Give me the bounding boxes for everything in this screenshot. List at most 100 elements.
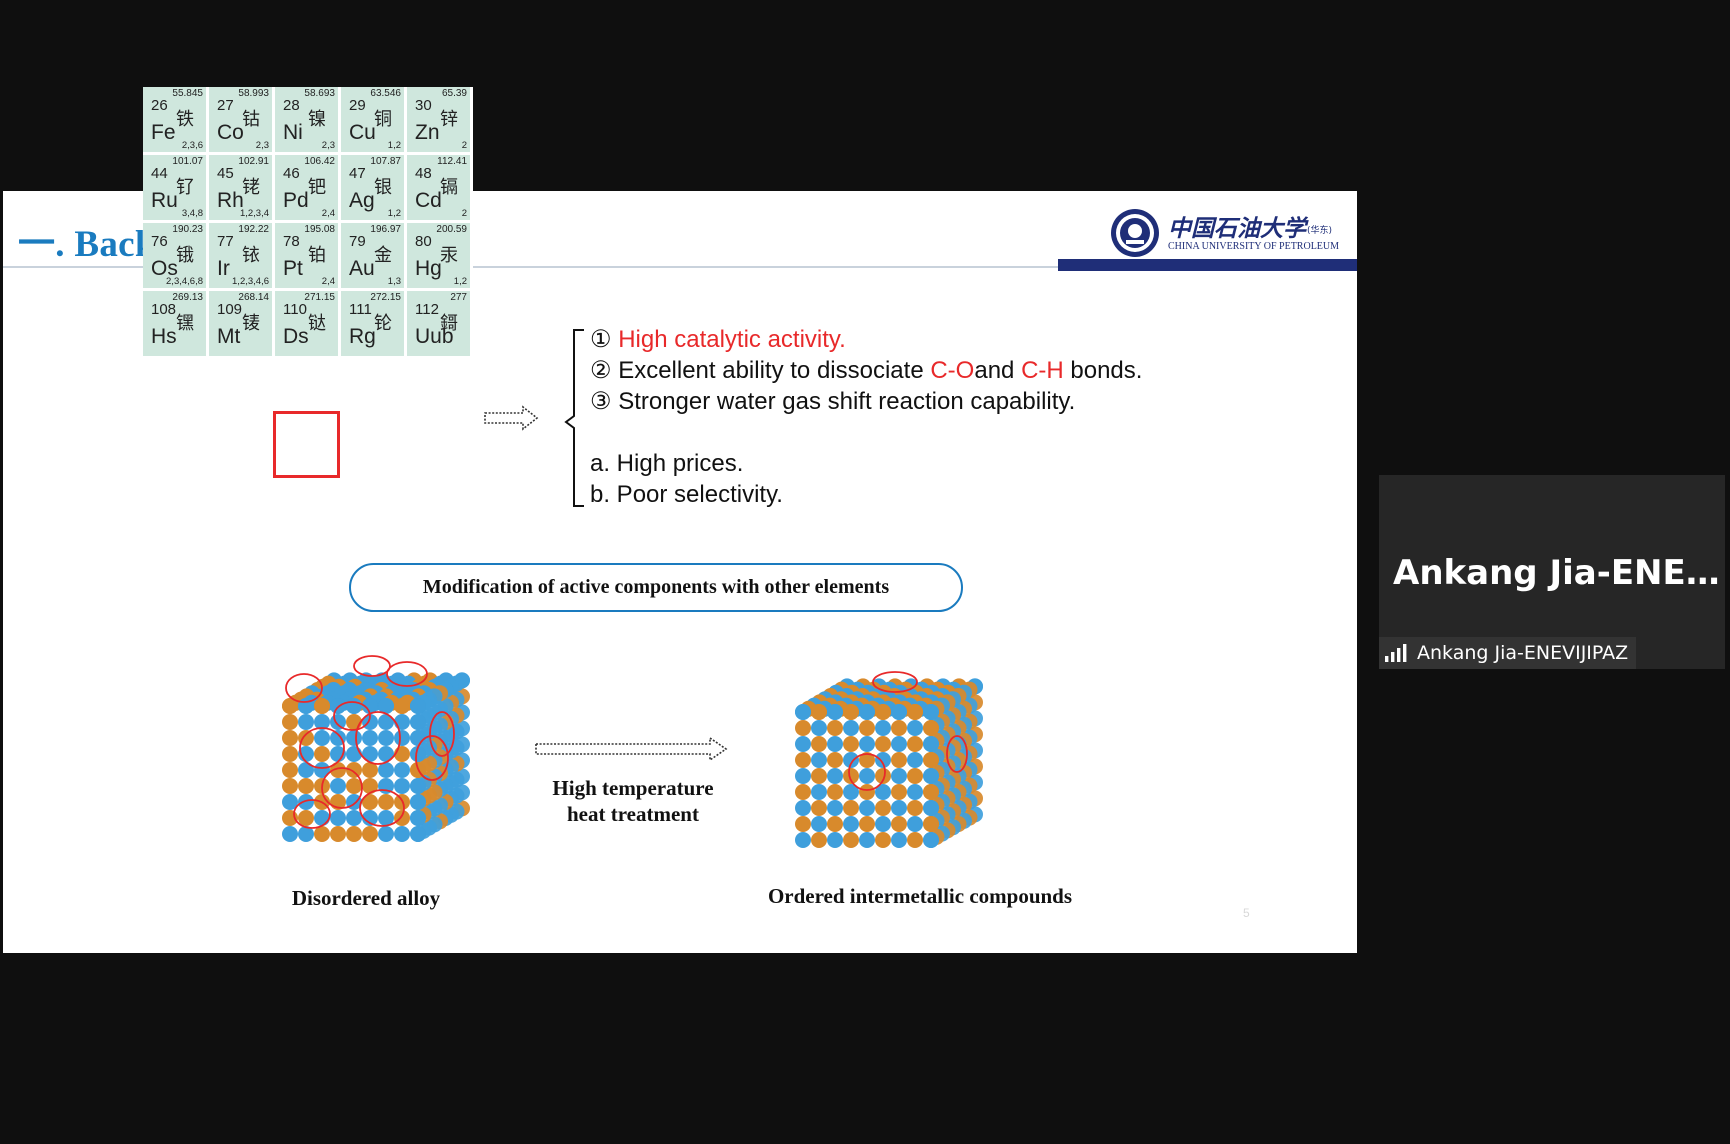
participant-video-tile[interactable]: Ankang Jia-ENE... Ankang Jia-ENEVIJIPAZ [1379,475,1725,669]
element-sym: Cu [349,121,376,144]
atom [298,778,314,794]
atom [875,768,891,784]
element-cn: 铂 [308,245,326,266]
element-mass: 101.07 [172,156,203,167]
defect-circle [872,671,918,693]
co-bond-label: C-O [930,357,975,384]
element-sym: Co [217,121,244,144]
element-sym: Pt [283,257,303,280]
element-ox: 2,3 [255,140,269,151]
participant-label-text: Ankang Jia-ENEVIJIPAZ [1417,642,1629,664]
atom [843,768,859,784]
atom [795,736,811,752]
atom [314,746,330,762]
element-sym: Ni [283,121,303,144]
element-num: 30 [415,97,432,114]
element-cn: 铁 [176,109,194,130]
atom [843,752,859,768]
element-ox: 2,3,4,6,8 [166,276,203,287]
element-num: 29 [349,97,366,114]
element-sym: Ru [151,189,178,212]
atom [346,810,362,826]
atom [330,826,346,842]
element-cn: 镍 [308,109,326,130]
participant-name-label: Ankang Jia-ENEVIJIPAZ [1379,637,1637,669]
advantage-2: ② Excellent ability to dissociate C-Oand… [590,355,1142,386]
element-num: 77 [217,233,234,250]
element-sym: Rh [217,189,244,212]
element-mass: 195.08 [304,224,335,235]
atom [410,730,426,746]
element-mass: 196.97 [370,224,401,235]
element-cn: 锇 [176,245,194,266]
element-cn: 钴 [242,109,260,130]
atom [795,768,811,784]
atom [410,778,426,794]
atom [843,800,859,816]
atom [795,720,811,736]
atom [410,714,426,730]
atom [314,730,330,746]
atom [330,810,346,826]
atom [811,832,827,848]
element-mass: 63.546 [370,88,401,99]
atom [362,778,378,794]
atom [875,752,891,768]
defect-circle [321,767,363,809]
advantage-3-text: Stronger water gas shift reaction capabi… [618,388,1076,415]
element-num: 47 [349,165,366,182]
element-num: 76 [151,233,168,250]
atom [891,736,907,752]
atom [923,816,939,832]
marker-2: ② [590,357,612,384]
element-ox: 1,2,3,4,6 [232,276,269,287]
atom [282,714,298,730]
element-sym: Os [151,257,178,280]
atom [346,762,362,778]
defect-circle [848,753,886,791]
element-num: 28 [283,97,300,114]
atom [843,720,859,736]
element-sym: Mt [217,325,241,348]
university-logo: 中国石油大学 (华东) CHINA UNIVERSITY OF PETROLEU… [1109,205,1349,259]
element-mass: 272.15 [370,292,401,303]
atom [394,778,410,794]
defect-circle [359,789,405,827]
defect-circle [946,735,968,773]
atom [811,768,827,784]
element-cn: 𬭶 [176,313,194,334]
element-mass: 107.87 [370,156,401,167]
defect-circle [293,799,331,829]
atom [394,810,410,826]
dotted-long-arrow-icon [535,736,728,762]
atom [859,816,875,832]
element-mass: 190.23 [172,224,203,235]
slide-page-number: 5 [1243,906,1250,920]
atom [282,698,298,714]
atom [891,816,907,832]
atom [827,736,843,752]
element-cn: 铑 [242,177,260,198]
atom [298,730,314,746]
atom [891,752,907,768]
advantage-2-text: Excellent ability to dissociate [618,357,931,384]
element-sym: Pd [283,189,309,212]
atom [827,832,843,848]
atom [410,794,426,810]
element-mass: 55.845 [172,88,203,99]
atom [394,730,410,746]
marker-1: ① [590,326,612,353]
element-mass: 106.42 [304,156,335,167]
element-mass: 58.993 [238,88,269,99]
marker-3: ③ [590,388,612,415]
logo-chinese-sub: (华东) [1307,226,1333,236]
atom [282,794,298,810]
